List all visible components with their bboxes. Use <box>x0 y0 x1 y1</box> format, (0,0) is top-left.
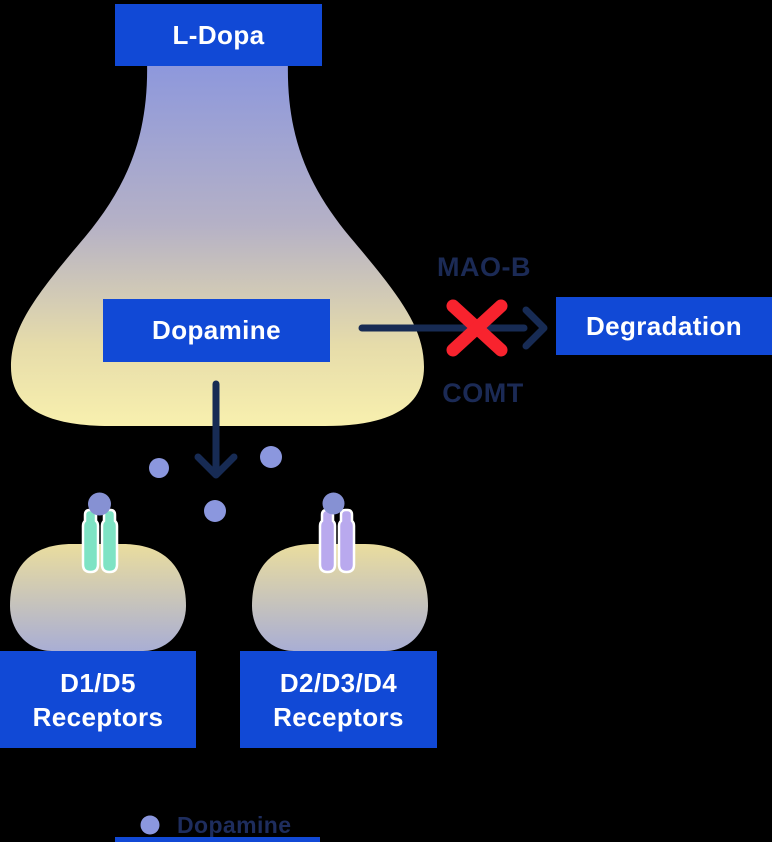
dopamine-dots <box>149 446 282 522</box>
dopamine-ball-left <box>88 492 111 516</box>
presynaptic-terminal-shape <box>11 60 424 426</box>
release-arrow <box>194 380 238 479</box>
d2d3d4-receptor-icon <box>318 508 356 574</box>
maob-label: MAO-B <box>437 252 531 282</box>
d1d5-receptor-icon <box>81 508 119 574</box>
ldopa-label: L-Dopa <box>115 4 322 66</box>
d2d3d4-receptors-text: D2/D3/D4 Receptors <box>273 667 404 732</box>
blocked-x-icon <box>446 299 508 357</box>
comt-label: COMT <box>442 378 524 408</box>
d2d3d4-receptors-label: D2/D3/D4 Receptors <box>240 651 437 748</box>
postsynaptic-left-shape <box>10 544 186 651</box>
cutoff-label-bar <box>115 837 320 842</box>
d1d5-receptors-label: D1/D5 Receptors <box>0 651 196 748</box>
legend-dopamine-label: Dopamine <box>177 812 292 838</box>
dopamine-ball-right <box>322 492 345 515</box>
postsynaptic-right-shape <box>252 544 428 651</box>
degradation-arrow <box>358 306 548 350</box>
degradation-label: Degradation <box>556 297 772 355</box>
d1d5-receptors-text: D1/D5 Receptors <box>32 667 164 732</box>
legend-dopamine-dot <box>140 815 160 835</box>
dopamine-label: Dopamine <box>103 299 330 362</box>
